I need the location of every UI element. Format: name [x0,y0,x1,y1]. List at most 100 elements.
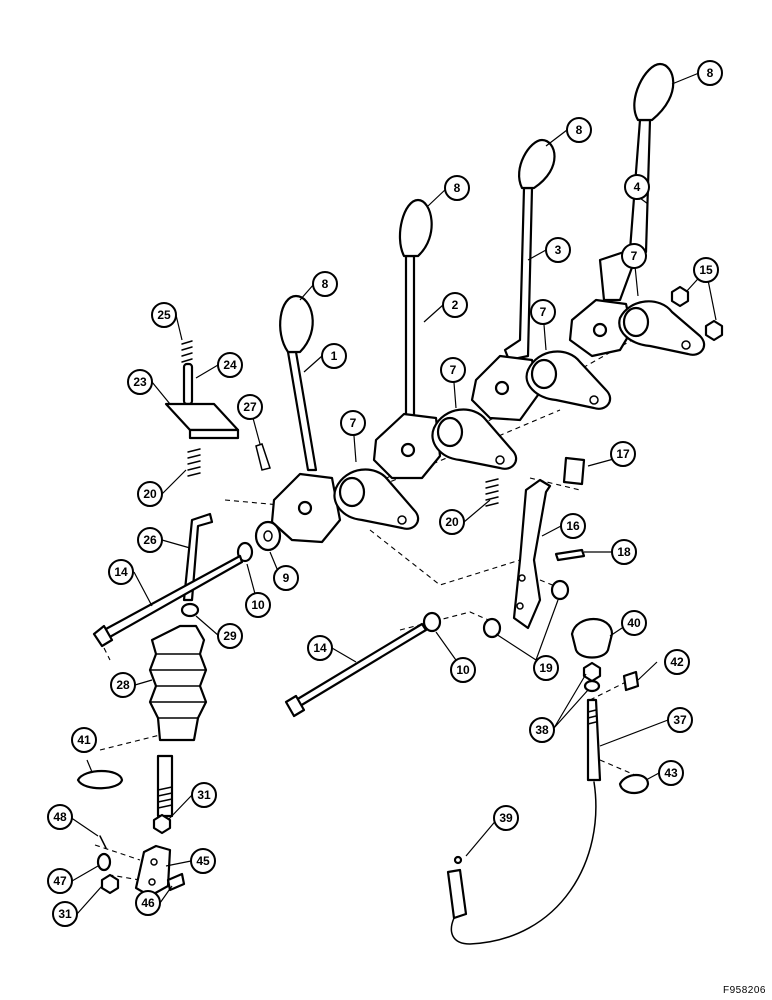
svg-text:3: 3 [555,243,562,257]
callout-27: 27 [237,394,263,420]
threaded-stud [156,754,174,818]
svg-text:20: 20 [143,487,157,501]
svg-text:48: 48 [53,810,67,824]
callout-14: 14 [307,635,333,661]
cap-41 [76,769,124,790]
callout-20: 20 [439,509,465,535]
callout-26: 26 [137,527,163,553]
spring-25 [181,340,193,363]
nuts-38 [582,661,602,693]
svg-text:14: 14 [313,641,327,655]
boot-28 [148,624,208,742]
cotter-pin-27 [255,443,271,471]
callout-40: 40 [621,610,647,636]
bushing-19 [482,579,570,639]
svg-text:10: 10 [251,598,265,612]
rod-26 [182,512,214,602]
callout-16: 16 [560,513,586,539]
plate-23 [164,402,240,440]
svg-text:9: 9 [283,571,290,585]
svg-text:45: 45 [196,854,210,868]
pivot-bracket-7c [431,408,518,470]
pivot-bracket-7a [618,300,706,356]
svg-text:15: 15 [699,263,713,277]
callout-45: 45 [190,848,216,874]
plug-42 [622,670,640,692]
svg-text:1: 1 [331,349,338,363]
svg-text:7: 7 [540,305,547,319]
svg-text:43: 43 [664,766,678,780]
knob-8-lever-4 [633,62,675,122]
svg-text:41: 41 [77,733,91,747]
callout-46: 46 [135,890,161,916]
svg-text:25: 25 [157,308,171,322]
svg-text:7: 7 [450,363,457,377]
callout-38: 38 [529,717,555,743]
callout-47: 47 [47,868,73,894]
callout-10: 10 [450,657,476,683]
cable-end-39 [446,855,468,920]
svg-text:17: 17 [616,447,630,461]
pad-17 [562,456,586,486]
bolt-14-right [284,622,428,718]
washer-47 [96,852,112,872]
pivot-bracket-7d [333,468,420,530]
callout-1: 1 [321,343,347,369]
pin-24 [182,362,194,406]
nut-31-bottom [100,873,120,895]
cable-line [450,781,597,945]
svg-text:38: 38 [535,723,549,737]
svg-text:8: 8 [707,66,714,80]
callout-43: 43 [658,760,684,786]
callout-8: 8 [312,271,338,297]
callout-24: 24 [217,352,243,378]
spring-20-right [485,478,499,507]
callout-7: 7 [340,410,366,436]
callout-14: 14 [108,559,134,585]
lever-1 [270,350,342,544]
svg-text:8: 8 [576,123,583,137]
washer-10-left [236,541,254,563]
svg-text:18: 18 [617,545,631,559]
bolt-14-left [92,554,244,648]
svg-text:31: 31 [58,907,72,921]
svg-text:8: 8 [454,181,461,195]
leader-lines [69,72,717,915]
callout-10: 10 [245,592,271,618]
svg-text:4: 4 [634,180,641,194]
callout-19: 19 [533,655,559,681]
knob-8-lever-3 [518,138,556,190]
cable-end-37 [586,698,602,782]
svg-text:8: 8 [322,277,329,291]
svg-text:40: 40 [627,616,641,630]
callout-31: 31 [191,782,217,808]
callout-7: 7 [621,243,647,269]
callout-4: 4 [624,174,650,200]
callout-28: 28 [110,672,136,698]
callout-3: 3 [545,237,571,263]
callout-7: 7 [440,357,466,383]
callout-8: 8 [566,117,592,143]
callout-31: 31 [52,901,78,927]
cap-43 [618,773,650,795]
svg-text:7: 7 [631,249,638,263]
svg-text:27: 27 [243,400,257,414]
callout-23: 23 [127,369,153,395]
callout-48: 48 [47,804,73,830]
callout-41: 41 [71,727,97,753]
nut-29 [180,602,200,618]
nut-31-top [152,813,172,835]
callout-7: 7 [530,299,556,325]
svg-text:23: 23 [133,375,147,389]
svg-text:14: 14 [114,565,128,579]
svg-text:2: 2 [452,298,459,312]
svg-text:10: 10 [456,663,470,677]
callout-2: 2 [442,292,468,318]
callout-37: 37 [667,707,693,733]
svg-text:46: 46 [141,896,155,910]
callout-42: 42 [664,649,690,675]
svg-text:19: 19 [539,661,553,675]
washer-9 [254,520,282,552]
pin-48 [99,835,107,849]
